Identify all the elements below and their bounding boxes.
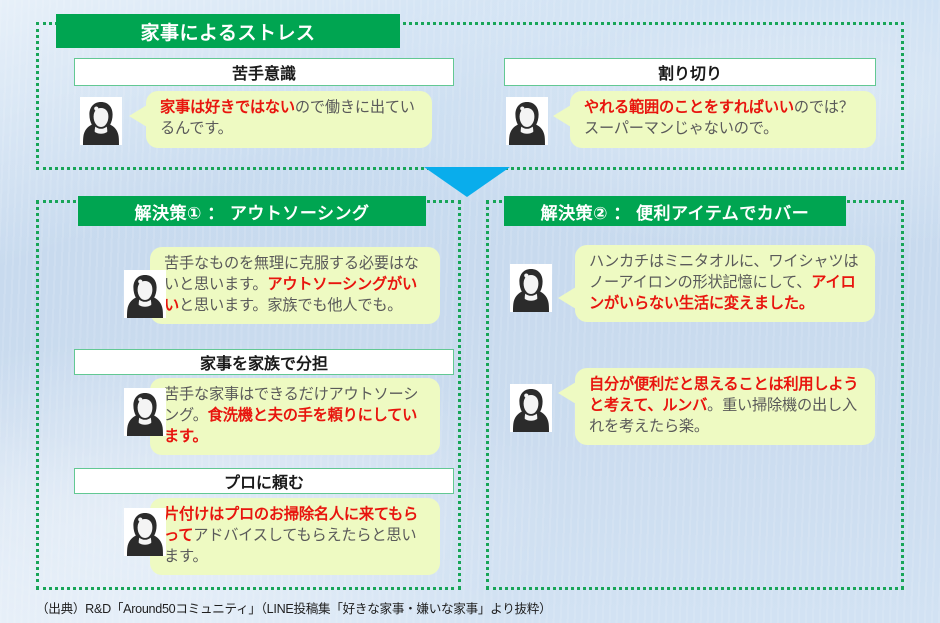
stress-section-header: 家事によるストレス (56, 14, 400, 48)
quote-highlight: アイロンがいらない生活に変えました。 (589, 273, 856, 312)
quote-plain: ので働きに出ているんです。 (160, 99, 415, 137)
quote-bubble-sol2-2: 自分が便利だと思えることは利用しようと考えて、ルンバ。重い掃除機の出し入れを考え… (558, 368, 875, 446)
woman-silhouette-avatar-icon (506, 97, 548, 145)
quote-plain-after: と思います。家族でも他人でも。 (179, 296, 403, 314)
quote-bubble-sol2-1: ハンカチはミニタオルに、ワイシャツはノーアイロンの形状記憶にして、アイロンがいら… (558, 245, 875, 323)
quote-bubble-sol1-3: 片付けはプロのお掃除名人に来てもらってアドバイスしてもらえたらと思います。 (133, 498, 440, 576)
subheading-pro-ni-tanomu: プロに頼む (74, 468, 454, 494)
woman-silhouette-avatar-icon (124, 388, 166, 436)
quote-plain-before: 苦手なものを無理に克服する必要はないと思います。 (164, 255, 419, 293)
quote-bubble-sol1-1: 苦手なものを無理に克服する必要はないと思います。アウトソーシングがいいと思います… (133, 247, 440, 325)
quote-highlight: 片付けはプロのお掃除名人に来てもらって (164, 506, 419, 544)
quote-plain-before: ハンカチはミニタオルに、ワイシャツはノーアイロンの形状記憶にして、 (589, 253, 859, 291)
woman-silhouette-avatar-icon (124, 270, 166, 318)
solution1-header: 解決策① ： アウトソーシング (78, 196, 426, 226)
woman-silhouette-avatar-icon (80, 97, 122, 145)
down-triangle-arrow-icon (424, 167, 510, 197)
subheading-warikiri: 割り切り (504, 58, 876, 86)
solution2-header: 解決策② ： 便利アイテムでカバー (504, 196, 846, 226)
quote-plain-after: アドバイスしてもらえたらと思います。 (164, 526, 417, 565)
subheading-nigate-ishiki: 苦手意識 (74, 58, 454, 86)
quote-highlight: 自分が便利だと思えることは利用しようと考えて、ルンバ (589, 376, 859, 414)
woman-silhouette-avatar-icon (124, 508, 166, 556)
source-citation: （出典）R&D「Around50コミュニティ」（LINE投稿集「好きな家事・嫌い… (36, 602, 552, 616)
quote-highlight: やれる範囲のことをすればいい (584, 99, 794, 116)
woman-silhouette-avatar-icon (510, 264, 552, 312)
quote-plain-after: 。重い掃除機の出し入れを考えたら楽。 (589, 396, 857, 435)
quote-bubble-sol1-2: 苦手な家事はできるだけアウトソーシング。食洗機と夫の手を頼りにしています。 (133, 378, 440, 456)
quote-highlight: 食洗機と夫の手を頼りにしています。 (164, 406, 418, 445)
quote-highlight: 家事は好きではない (160, 99, 295, 116)
quote-bubble-stress-1: 家事は好きではないので働きに出ているんです。 (129, 91, 432, 148)
subheading-kaji-wo-kazoku-de-buntan: 家事を家族で分担 (74, 349, 454, 375)
quote-plain-before: 苦手な家事はできるだけアウトソーシング。 (164, 386, 419, 424)
quote-plain: のでは？スーパーマンじゃないので。 (584, 99, 854, 137)
quote-highlight: アウトソーシングがいい (164, 275, 417, 314)
woman-silhouette-avatar-icon (510, 384, 552, 432)
quote-bubble-stress-2: やれる範囲のことをすればいいのでは？スーパーマンじゃないので。 (553, 91, 876, 148)
